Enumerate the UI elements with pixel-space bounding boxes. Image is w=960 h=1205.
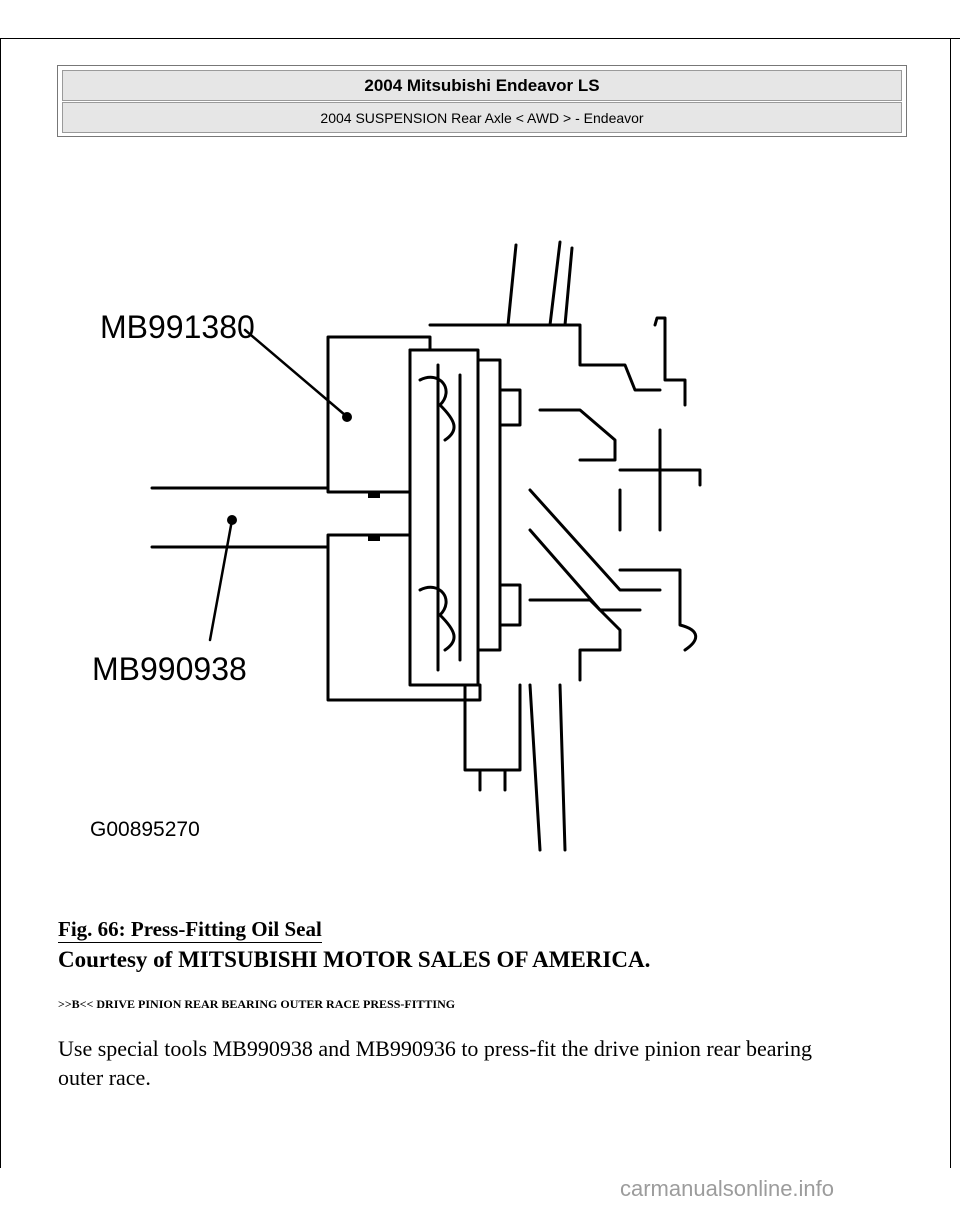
header-title: 2004 Mitsubishi Endeavor LS bbox=[62, 70, 902, 101]
press-fitting-diagram: MB991380 MB990938 G00895270 bbox=[90, 240, 702, 852]
figure-illustration: MB991380 MB990938 G00895270 bbox=[60, 230, 760, 860]
page-border-left bbox=[0, 38, 1, 1168]
figure-code: G00895270 bbox=[90, 818, 200, 841]
figure-caption-title[interactable]: Fig. 66: Press-Fitting Oil Seal bbox=[58, 917, 322, 943]
label-mb990938: MB990938 bbox=[92, 651, 247, 687]
section-heading: >>B<< DRIVE PINION REAR BEARING OUTER RA… bbox=[58, 997, 456, 1011]
page-border-top bbox=[0, 38, 960, 39]
label-mb991380: MB991380 bbox=[100, 309, 255, 345]
leader-dot-upper bbox=[342, 412, 352, 422]
figure-caption-credit: Courtesy of MITSUBISHI MOTOR SALES OF AM… bbox=[58, 947, 651, 972]
page-border-right bbox=[950, 38, 951, 1168]
instruction-text: Use special tools MB990938 and MB990936 … bbox=[58, 1036, 812, 1090]
leader-dot-lower bbox=[227, 515, 237, 525]
watermark: carmanualsonline.info bbox=[620, 1176, 835, 1201]
header-subtitle: 2004 SUSPENSION Rear Axle < AWD > - Ende… bbox=[62, 102, 902, 133]
document-header: 2004 Mitsubishi Endeavor LS 2004 SUSPENS… bbox=[57, 65, 907, 137]
